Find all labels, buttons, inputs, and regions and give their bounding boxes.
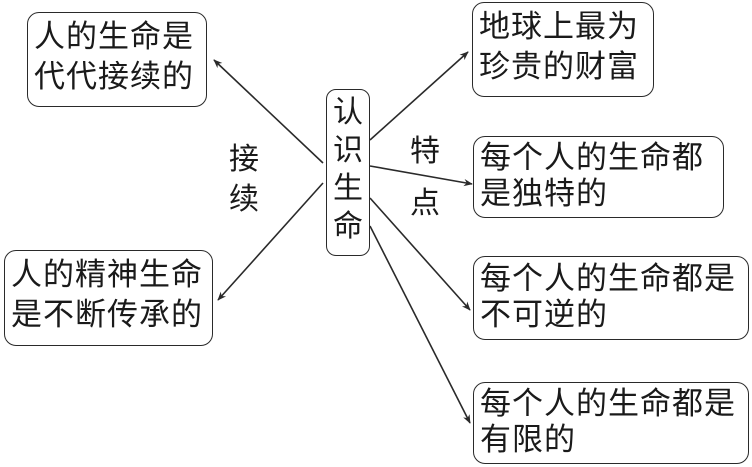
left-node-lives-passed-on: 人的生命是 代代接续的	[27, 12, 207, 107]
edge-label-continuation: 接 续	[226, 140, 262, 220]
edge-label-char: 续	[229, 182, 259, 217]
edge-label-char: 点	[410, 186, 440, 221]
edge-label-char: 特	[410, 134, 440, 169]
right-node-irreversible: 每个人的生命都是 不可逆的	[473, 256, 749, 340]
node-text-line: 地球上最为	[479, 9, 639, 45]
center-char: 命	[333, 209, 363, 244]
edge-label-characteristics: 特 点	[407, 132, 443, 224]
node-text-line: 代代接续的	[34, 59, 194, 95]
arrow-to-right-node-2	[369, 165, 473, 187]
arrow-to-right-node-1	[369, 51, 469, 141]
center-char: 识	[333, 133, 363, 168]
node-text-line: 人的生命是	[34, 19, 194, 55]
node-text-line: 每个人的生命都是	[480, 261, 736, 297]
arrow-to-right-node-3	[369, 197, 471, 311]
node-text-line: 是独特的	[480, 176, 608, 212]
node-text-line: 每个人的生命都是	[480, 386, 736, 422]
arrow-to-left-node-2	[217, 182, 324, 301]
node-text-line: 每个人的生命都	[480, 140, 704, 176]
edge-label-char: 接	[229, 142, 259, 177]
center-node-understanding-life: 认 识 生 命	[326, 89, 370, 256]
node-text-line: 是不断传承的	[11, 297, 203, 333]
node-text-line: 珍贵的财富	[479, 49, 639, 85]
node-text-line: 不可逆的	[480, 297, 608, 333]
right-node-precious-wealth: 地球上最为 珍贵的财富	[472, 2, 654, 97]
arrow-to-right-node-4	[369, 225, 471, 424]
center-char: 生	[333, 171, 363, 206]
center-char: 认	[333, 95, 363, 130]
node-text-line: 人的精神生命	[11, 257, 203, 293]
right-node-finite: 每个人的生命都是 有限的	[473, 382, 749, 464]
arrow-to-left-node-1	[213, 59, 324, 164]
right-node-unique: 每个人的生命都 是独特的	[473, 136, 724, 218]
left-node-spiritual-life: 人的精神生命 是不断传承的	[4, 250, 213, 346]
node-text-line: 有限的	[480, 422, 576, 458]
